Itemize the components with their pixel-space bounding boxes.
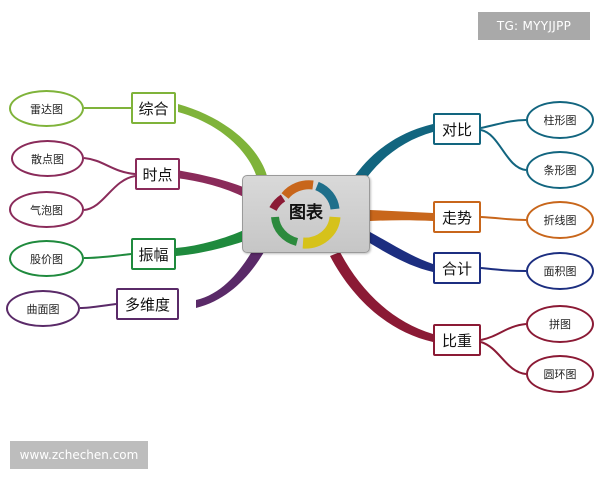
leaf-connector-qumiantu xyxy=(79,303,117,309)
leaf-connector-zhexiantu xyxy=(480,216,527,221)
branch-heji: 合计 xyxy=(433,252,481,284)
branch-connector-bizhong xyxy=(330,252,433,342)
branch-connector-shidian xyxy=(176,170,250,198)
leaf-connector-mianjitu xyxy=(480,267,527,272)
leaf-tiaoxingtu: 条形图 xyxy=(526,151,594,189)
leaf-zhexiantu: 折线图 xyxy=(526,201,594,239)
watermark-top: TG: MYYJJPP xyxy=(478,12,590,40)
branch-zhenfu: 振幅 xyxy=(131,238,176,270)
branch-connector-zhenfu xyxy=(176,230,248,256)
leaf-pintu: 拼图 xyxy=(526,305,594,343)
leaf-qumiantu: 曲面图 xyxy=(6,290,80,327)
leaf-connector-pintu xyxy=(480,323,527,341)
branch-duoweidu: 多维度 xyxy=(116,288,179,320)
central-node-label: 图表 xyxy=(289,203,323,223)
branch-duibi: 对比 xyxy=(433,113,481,145)
leaf-yuanhuantu: 圆环图 xyxy=(526,355,594,393)
leaf-gujiatu: 股价图 xyxy=(9,240,84,277)
leaf-sandiantu: 散点图 xyxy=(11,140,84,177)
branch-zonghe: 综合 xyxy=(131,92,176,124)
chart-logo-icon xyxy=(269,180,341,249)
branch-shidian: 时点 xyxy=(135,158,180,190)
leaf-leidatu: 雷达图 xyxy=(9,90,84,127)
branch-connector-heji xyxy=(368,232,433,272)
branch-bizhong: 比重 xyxy=(433,324,481,356)
branch-zoushi: 走势 xyxy=(433,201,481,233)
leaf-qipaotu: 气泡图 xyxy=(9,191,84,228)
leaf-connector-yuanhuantu xyxy=(480,341,527,375)
leaf-zhuxingtu: 柱形图 xyxy=(526,101,594,139)
branch-connector-zonghe xyxy=(178,104,268,182)
leaf-connector-sandiantu xyxy=(83,157,136,175)
leaf-connector-zhuxingtu xyxy=(480,119,527,129)
leaf-mianjitu: 面积图 xyxy=(526,252,594,290)
leaf-connector-qipaotu xyxy=(83,175,136,211)
branch-connector-duoweidu xyxy=(196,248,264,308)
branch-connector-duibi xyxy=(352,124,433,184)
leaf-connector-gujiatu xyxy=(83,253,132,259)
leaf-connector-tiaoxingtu xyxy=(480,129,527,171)
watermark-bottom: www.zchechen.com xyxy=(10,441,148,469)
branch-connector-zoushi xyxy=(370,210,433,221)
